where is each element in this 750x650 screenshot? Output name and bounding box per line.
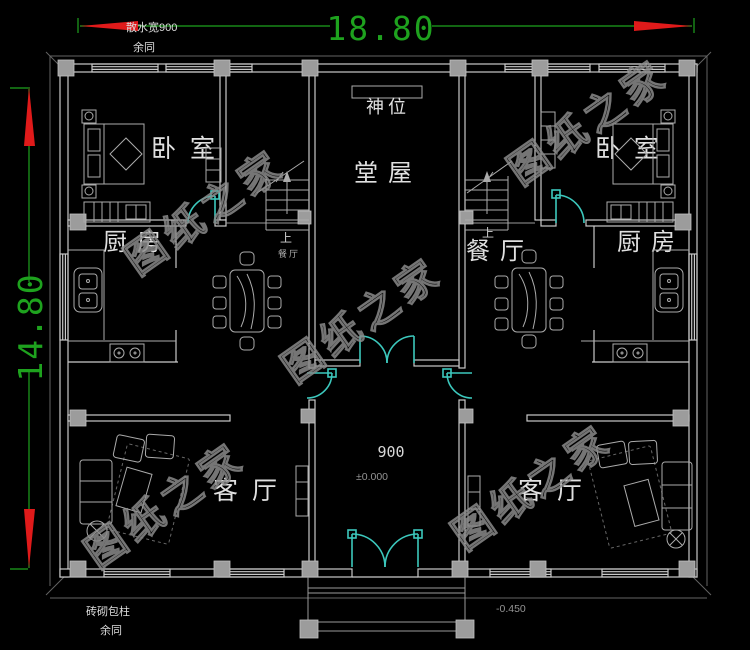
stairs-up-arrow-icon: [483, 171, 491, 182]
room-label-shrine: 神位: [366, 97, 410, 117]
sofa-set: [587, 439, 693, 549]
nightstand: [81, 109, 97, 199]
room-bedroom-left: 卧室: [81, 109, 229, 223]
dimension-width-label: 18.80: [326, 9, 435, 48]
watermark-text: 图纸之家: [78, 435, 254, 577]
porch: [299, 577, 475, 639]
dining-table-set: [212, 251, 282, 351]
dim-arrow-left-icon: [80, 21, 138, 31]
room-living-right: 客厅: [467, 439, 693, 549]
window: [59, 253, 69, 341]
stairs-up-label-left: 上: [280, 231, 292, 245]
door-hall-double: [359, 335, 415, 364]
room-kitchen-left: 厨房: [68, 229, 176, 363]
room-label-main-hall: 堂屋: [354, 160, 422, 187]
porch-level-label: -0.450: [496, 603, 526, 615]
room-bedroom-right: 卧室: [540, 109, 676, 223]
dimension-left: 14.80: [10, 87, 50, 570]
dining-left-small-label: 餐厅: [278, 248, 300, 259]
door-entrance-double: [347, 529, 423, 568]
apron-note-line2: 余同: [133, 40, 155, 54]
dim-arrow-up-icon: [24, 87, 35, 146]
building-walls: [59, 63, 698, 578]
sink: [654, 267, 684, 313]
altar-table: [351, 85, 423, 99]
apron-note-line1: 散水宽900: [126, 20, 177, 34]
sofa-set: [79, 433, 190, 545]
room-label-bedroom-left: 卧室: [151, 135, 229, 163]
wardrobe: [83, 201, 151, 223]
annotation-column-note: 砖砌包柱 余同: [86, 604, 130, 637]
room-kitchen-right: 厨房: [581, 229, 689, 363]
column-note-line2: 余同: [100, 623, 122, 637]
stairs-right: 上: [465, 160, 513, 240]
dimension-height-label: 14.80: [11, 272, 50, 381]
entrance-hall: 900 ±0.000: [356, 443, 405, 483]
stove: [109, 343, 145, 363]
room-label-kitchen-right: 厨房: [617, 229, 685, 256]
room-dining-right: 餐厅: [466, 238, 564, 349]
door-vestibule-right: [442, 368, 473, 399]
stairs-up-arrow-icon: [283, 171, 291, 182]
room-living-left: 客厅: [79, 433, 309, 545]
bed: [612, 123, 674, 185]
room-dining-left: 餐厅: [212, 248, 300, 351]
columns: [57, 59, 696, 578]
window: [91, 63, 159, 73]
column-note-line1: 砖砌包柱: [86, 604, 130, 618]
tv-cabinet: [295, 465, 309, 517]
watermark-text: 图纸之家: [275, 250, 451, 392]
stairs-up-label-right: 上: [482, 226, 494, 240]
kitchen-counter: [581, 249, 689, 342]
dim-arrow-right-icon: [634, 21, 692, 31]
plant: [86, 520, 108, 542]
room-label-bedroom-right: 卧室: [595, 135, 673, 163]
room-shrine-hall: 神位 堂屋: [351, 85, 423, 187]
dining-table-set: [494, 249, 564, 349]
window: [601, 568, 669, 578]
dim-arrow-down-icon: [24, 509, 35, 568]
dimension-top: 18.80: [77, 9, 695, 48]
plant: [666, 529, 686, 549]
shelf: [540, 111, 556, 169]
room-label-kitchen-left: 厨房: [103, 229, 171, 256]
wardrobe: [606, 201, 674, 223]
window: [165, 63, 253, 73]
room-label-living-left: 客厅: [213, 477, 291, 505]
shelf: [205, 147, 222, 183]
watermark-text: 图纸之家: [501, 52, 677, 194]
stove: [612, 343, 648, 363]
room-label-living-right: 客厅: [518, 477, 596, 505]
porch-column: [455, 619, 475, 639]
porch-column: [299, 619, 319, 639]
window: [688, 253, 698, 341]
bed: [83, 123, 145, 185]
door-vestibule-left: [306, 368, 337, 399]
room-label-dining-right: 餐厅: [466, 238, 534, 265]
tv-cabinet: [467, 475, 481, 527]
door-bedroom-left: [187, 190, 220, 224]
window: [598, 63, 666, 73]
stairs-left: 上: [256, 160, 309, 245]
sink: [73, 267, 103, 313]
nightstand: [660, 109, 676, 199]
door-bedroom-right: [551, 189, 585, 224]
kitchen-counter: [68, 249, 176, 342]
annotation-apron-note: 散水宽900 余同: [126, 20, 177, 54]
entry-width-label: 900: [377, 443, 404, 461]
window: [103, 568, 171, 578]
floor-level-label: ±0.000: [356, 471, 388, 483]
